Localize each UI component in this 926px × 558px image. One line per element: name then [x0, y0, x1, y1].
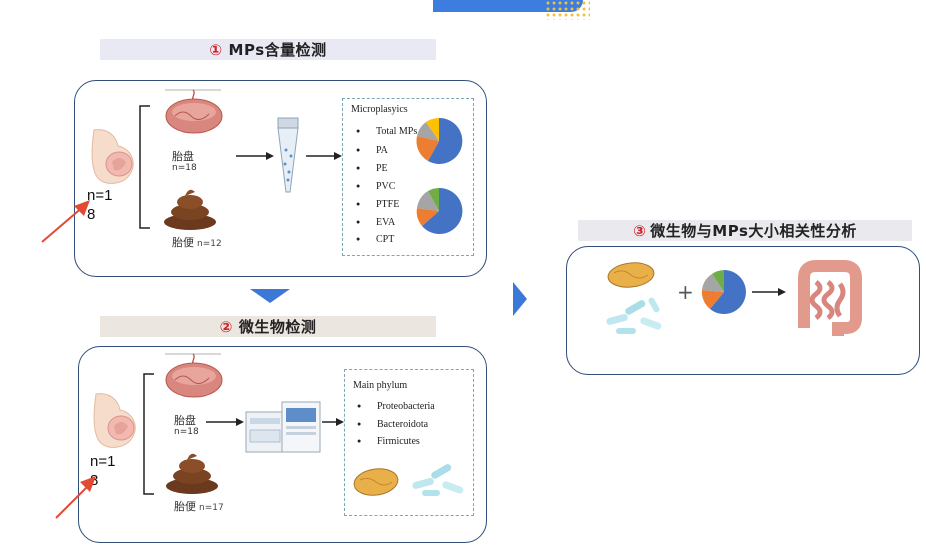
top-dots-decoration — [545, 0, 590, 20]
section2-banner: ② 微生物检测 — [100, 316, 436, 337]
section3-number: ③ — [633, 221, 647, 240]
phylum-item-bacteroidota: Bacteroidota — [357, 419, 428, 430]
phylum-item-proteobacteria: Proteobacteria — [357, 401, 435, 412]
main-phylum-title: Main phylum — [353, 380, 408, 391]
phylum-item-firmicutes: Firmicutes — [357, 436, 420, 447]
down-arrow-icon — [250, 289, 290, 303]
placenta-icon — [165, 353, 223, 398]
meconium-icon — [164, 189, 216, 230]
arrow-right-icon — [236, 152, 274, 160]
bacilli-icon — [412, 464, 464, 496]
section3-title: 微生物与MPs大小相关性分析 — [650, 222, 857, 240]
placenta-n: n=18 — [174, 427, 199, 437]
pie-chart-icon — [416, 187, 463, 234]
section3-banner: ③ 微生物与MPs大小相关性分析 — [578, 220, 912, 241]
mp-item-total: Total MPs — [356, 126, 417, 137]
plus-sign: + — [677, 280, 694, 304]
section2-title: 微生物检测 — [238, 318, 317, 336]
red-arrow-icon — [55, 476, 96, 519]
sample-size-line1: n=1 — [90, 453, 116, 470]
intestine-icon — [798, 260, 862, 336]
arrow-right-icon — [752, 288, 786, 296]
arrow-right-icon — [306, 152, 342, 160]
mp-item-pvc: PVC — [356, 181, 396, 192]
section2-number: ② — [219, 317, 233, 336]
feces-n: n=17 — [199, 503, 224, 513]
placenta-count-1: n=18 — [172, 163, 197, 173]
sample-size-line1: n=1 — [87, 187, 113, 204]
feces-text: 胎便 — [172, 236, 194, 249]
placenta-n: n=18 — [172, 163, 197, 173]
pregnant-woman-icon — [93, 393, 136, 448]
placenta-icon — [165, 89, 223, 134]
filter-tube-icon — [277, 117, 299, 193]
microplastics-title: Microplasyics — [351, 104, 408, 115]
feces-text: 胎便 — [174, 500, 196, 513]
placenta-label-1: 胎盘 — [172, 148, 194, 164]
placenta-text: 胎盘 — [172, 150, 194, 163]
mp-item-pa: PA — [356, 145, 388, 156]
arrow-right-icon — [206, 418, 244, 426]
mp-item-ptfe: PTFE — [356, 199, 400, 210]
pregnant-woman-icon — [91, 129, 134, 184]
mp-item-eva: EVA — [356, 217, 396, 228]
section1-title: MPs含量检测 — [228, 41, 327, 59]
arrow-right-icon — [322, 418, 344, 426]
mp-item-cpt: CPT — [356, 234, 395, 245]
bacilli-icon — [606, 297, 662, 334]
section1-number: ① — [209, 40, 223, 59]
bacterium-icon — [607, 262, 655, 288]
sequencer-machine-icon — [245, 401, 321, 453]
meconium-icon — [166, 453, 218, 494]
right-arrow-icon — [513, 282, 527, 316]
pie-chart-icon — [416, 117, 463, 164]
placenta-text: 胎盘 — [174, 414, 196, 427]
mp-item-pe: PE — [357, 163, 388, 174]
bracket-icon — [139, 105, 150, 229]
pie-chart-icon — [701, 270, 746, 314]
bracket-icon — [143, 373, 154, 495]
section1-banner: ① MPs含量检测 — [100, 39, 436, 60]
placenta-count-2: n=18 — [174, 427, 199, 437]
placenta-label-2: 胎盘 — [174, 412, 196, 428]
feces-n: n=12 — [197, 239, 222, 249]
bacterium-icon — [353, 468, 399, 496]
red-arrow-icon — [41, 200, 90, 243]
sample-size-line2: 8 — [87, 206, 96, 223]
sample-size-text-1: n=1 8 — [87, 186, 112, 224]
